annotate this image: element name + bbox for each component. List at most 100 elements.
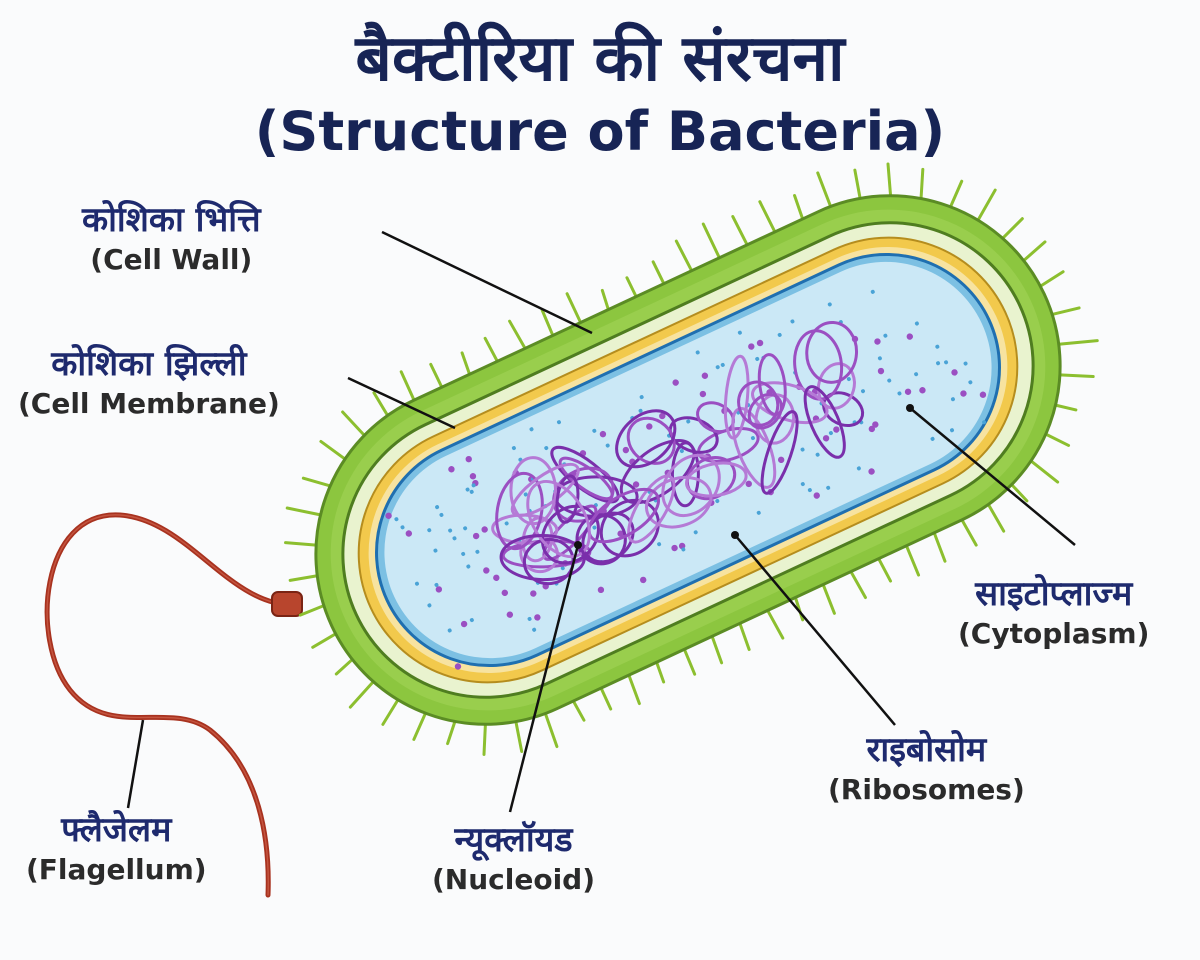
nucleoid-loop [558,456,614,501]
ribosome [745,480,752,488]
pilus [399,370,416,402]
pilus [514,720,524,753]
ribosome [906,333,913,340]
cytoplasm-granule [846,377,851,382]
pilus [446,719,457,746]
nucleoid-loop [645,475,713,529]
pilus [793,194,805,221]
label-cell-membrane: कोशिका झिल्ली (Cell Membrane) [18,342,280,422]
nucleoid [491,320,865,586]
ribosome [868,425,876,433]
nucleoid-loop [737,380,780,427]
cytoplasm-granule [560,566,565,571]
label-nucleoid-english: (Nucleoid) [432,863,596,896]
ribosome [904,388,912,395]
ribosome [460,620,468,628]
cytoplasm-granule [434,582,439,587]
cytoplasm-granule [936,361,941,366]
cytoplasm-granule [982,420,987,425]
ribosome [979,391,987,398]
cytoplasm-granule [750,436,755,441]
ribosome [435,586,443,593]
cytoplasm-granule [679,449,684,454]
ribosome [919,387,926,394]
ribosome [659,412,666,420]
cytoplasm-granule [427,528,432,533]
ribosome [469,473,477,480]
pilus [341,410,366,437]
ribosome [448,466,455,473]
nucleoid-loop [581,511,635,564]
pilus [460,351,472,376]
pilus [482,722,487,756]
pilus [710,634,724,665]
leader-cell-membrane [347,376,456,430]
cytoplasm-granule [469,618,474,623]
cytoplasm-granule [465,487,470,492]
ribosome [385,512,392,519]
pilus [543,711,559,749]
cytoplasm-granule [681,547,686,552]
label-nucleoid: न्यूक्लॉयड (Nucleoid) [432,818,595,898]
leader-nucleoid [508,544,580,813]
cytoplasm-granule [756,510,761,515]
ribosome [877,367,885,375]
label-cell-membrane-hindi: कोशिका झिल्ली [51,344,247,384]
ribosome [622,446,630,454]
pilus [932,531,947,563]
cytoplasm-granule [883,333,888,338]
pilus [682,647,697,676]
ribosome [472,532,480,540]
pilus [651,260,666,286]
cytoplasm-granule [800,482,805,487]
cytoplasm-granule [944,360,949,365]
cytoplasm-granule [914,321,919,326]
nucleoid-loop [599,498,660,558]
label-cytoplasm-english: (Cytoplasm) [958,617,1150,650]
cytoplasm-granule [592,428,597,433]
cytoplasm-granule [755,356,760,361]
label-nucleoid-hindi: न्यूक्लॉयड [454,820,573,860]
cytoplasm-granule [592,525,597,530]
ribosome [874,338,881,345]
pilus [976,188,997,222]
ribosome [454,663,462,670]
cytoplasm-granule [463,526,468,531]
pilus [372,391,390,418]
pilus [821,583,836,615]
pilus [853,168,862,200]
ribosome [960,390,967,397]
cytoplasm-granule [461,551,466,556]
ribosome [617,530,624,537]
ribosome [501,589,509,597]
ribosome [822,435,830,442]
nucleoid-loop [499,533,586,582]
pilus [1022,240,1047,263]
cytoplasm-granule [950,397,955,402]
ribosome [699,390,707,398]
pilus [1050,306,1081,316]
pilus [1044,432,1071,447]
cytoplasm-granule [807,488,812,493]
pilus [655,660,666,684]
cytoplasm-granule [532,627,537,632]
pilus [412,711,428,741]
cytoplasm-granule [963,361,968,366]
pilus [301,476,332,488]
cytoplasm-granule [720,362,725,367]
cytoplasm-granule [827,302,832,307]
pilus [319,439,347,461]
leader-ribosomes [734,534,896,726]
leader-cytoplasm [909,407,1076,546]
pilus [948,179,964,209]
cytoplasm-granule [394,517,399,522]
label-cytoplasm-hindi: साइटोप्लाज्म [975,574,1133,614]
pilus [849,570,867,600]
pilus [508,319,527,350]
pilus [1053,403,1078,412]
ribosome [701,372,709,379]
nucleoid-loop [723,354,750,440]
cytoplasm-granule [471,483,476,488]
pilus [599,686,613,711]
pilus [886,162,893,198]
